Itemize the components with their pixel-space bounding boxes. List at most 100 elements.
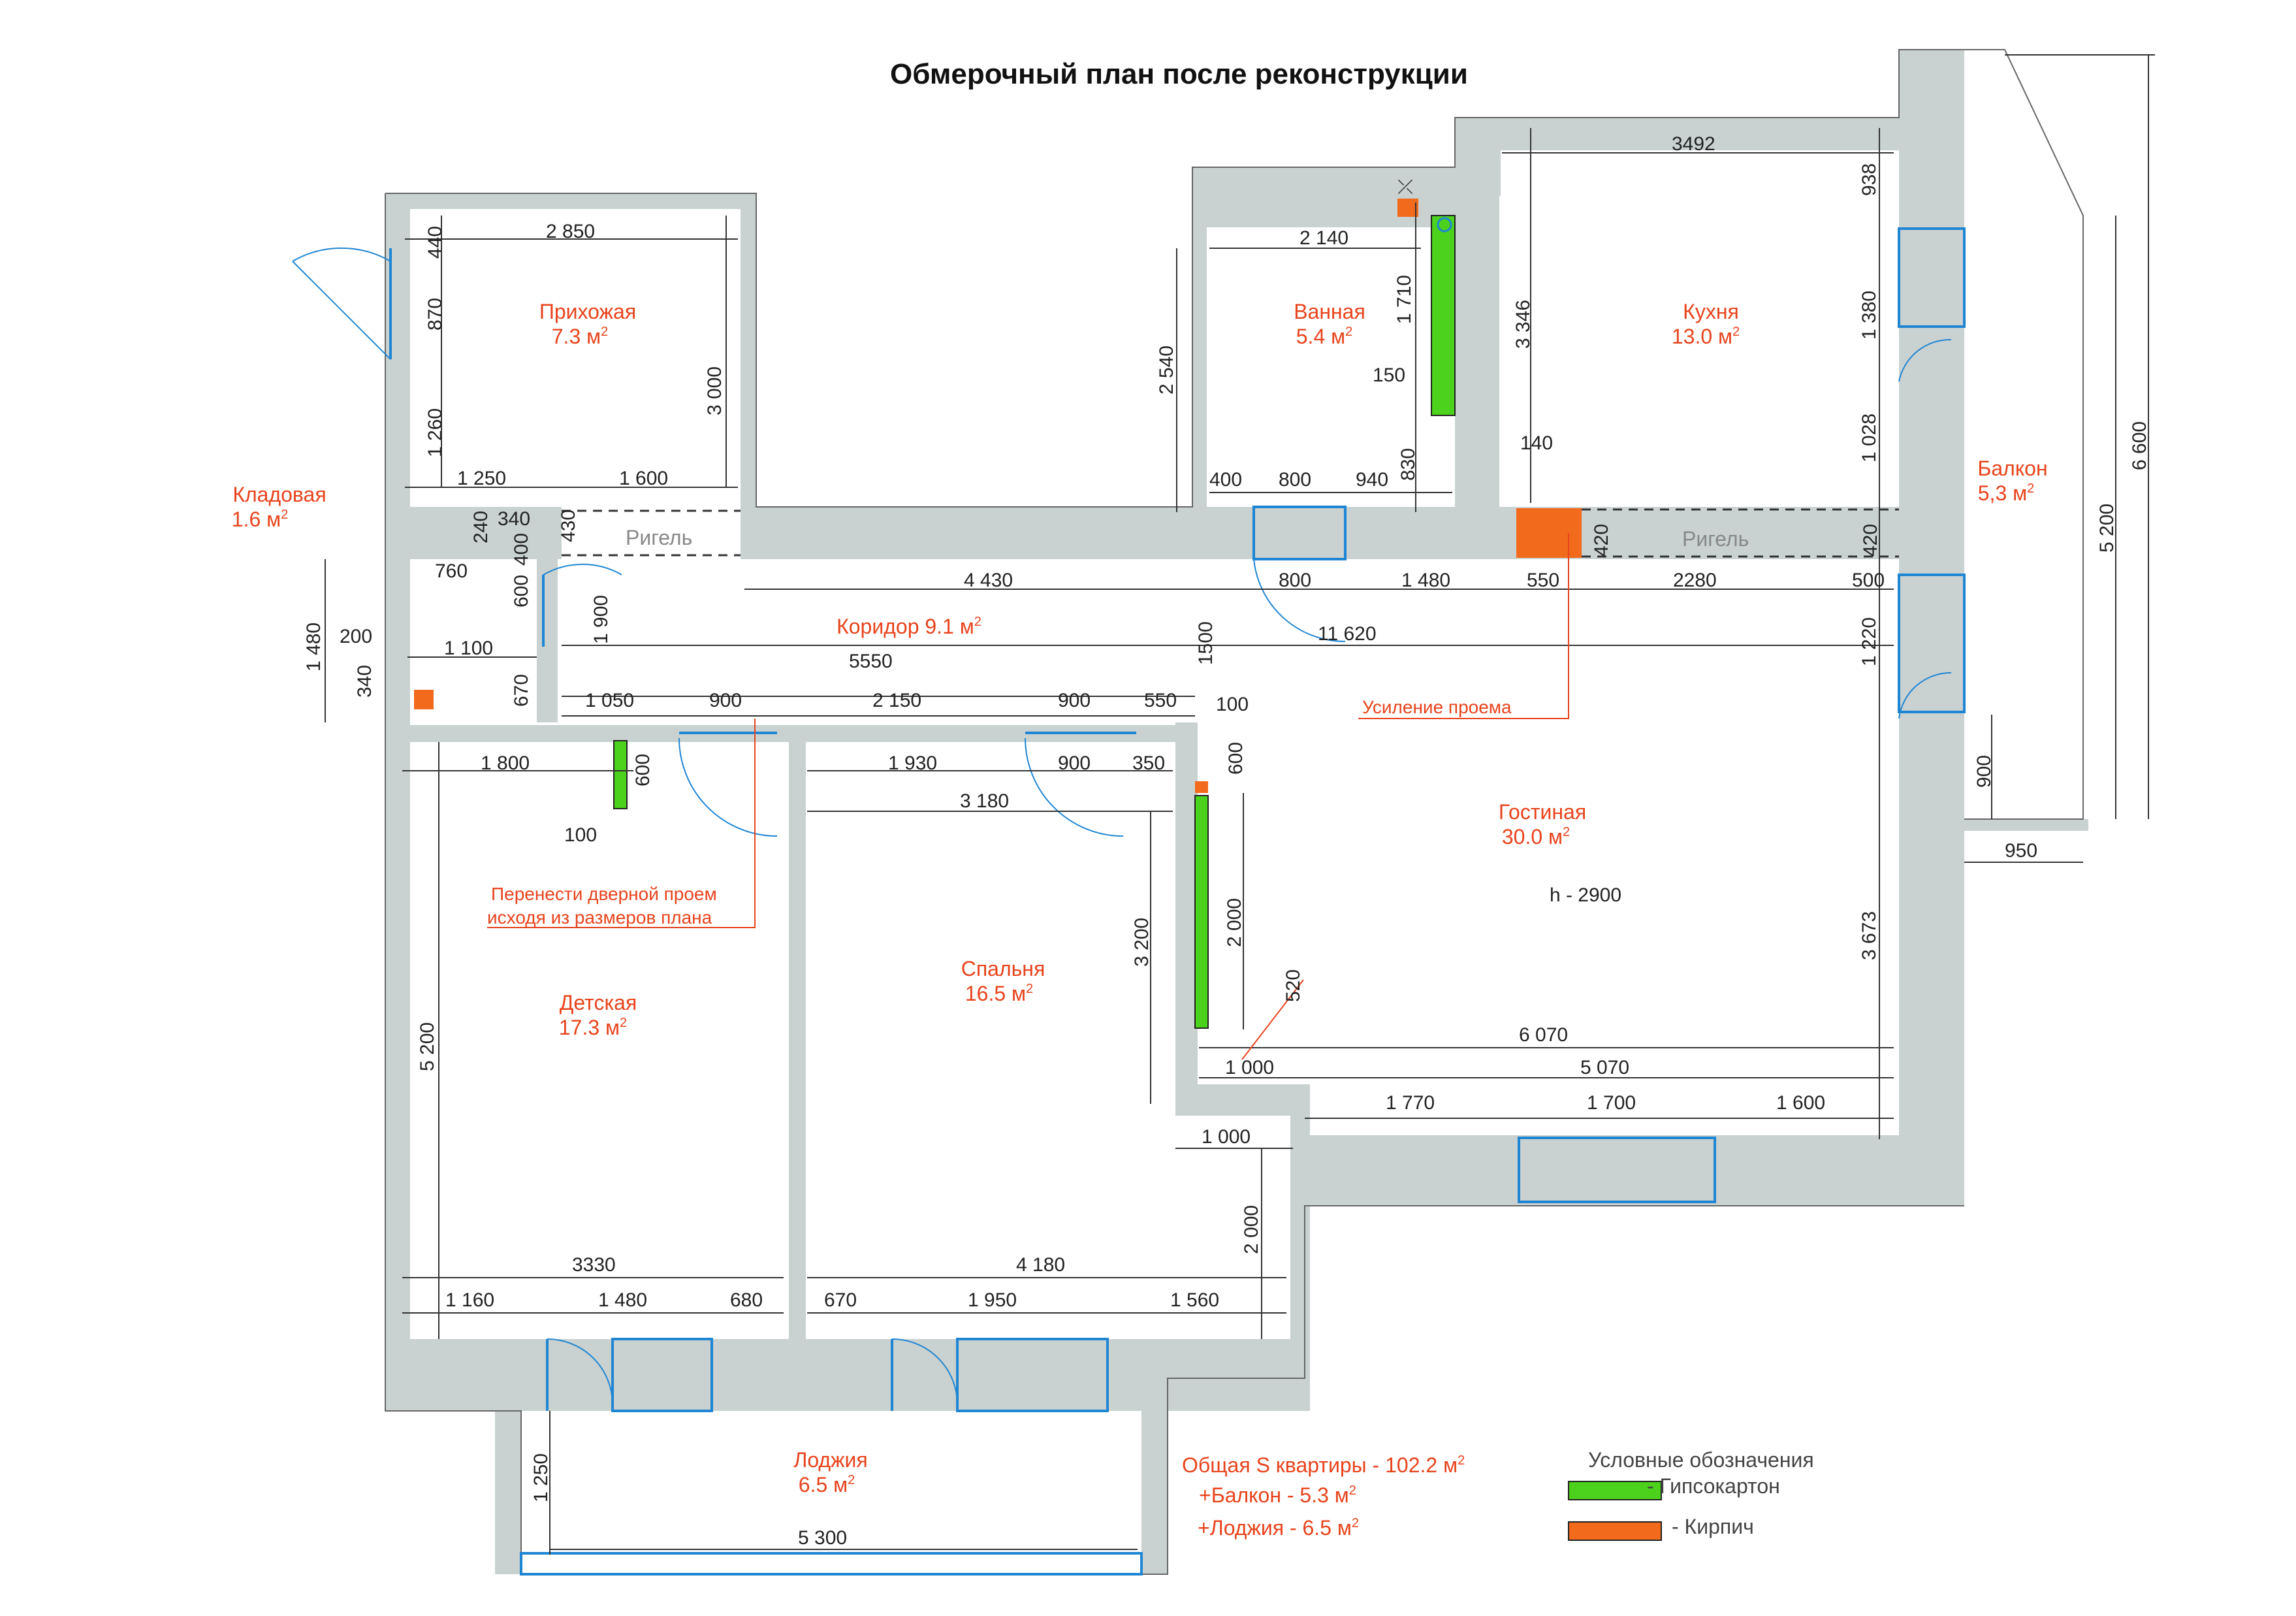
dim-text: 1 050 [585,690,634,711]
dim-text: 600 [1225,742,1247,775]
notes: Усиление проема Перенести дверной проем … [487,697,1512,928]
red-marker-bath [1397,199,1418,217]
wall-store-right [537,507,558,722]
room-area-kitchen: 13.0 м2 [1672,325,1740,348]
page-title: Обмерочный план после реконструкции [890,58,1468,90]
wall-bed-step [1175,1084,1306,1116]
dim-text: 1 250 [530,1453,552,1502]
dim-text: 1 600 [619,468,668,489]
dim-text: 900 [709,690,742,711]
wall-rooms-bottom [385,1339,1310,1411]
wall-bed-right [1175,722,1198,1114]
dim-text: 4 430 [964,570,1013,591]
wall-hall-top [385,193,756,209]
dim-text: 440 [424,226,446,259]
note-move-door-2: исходя из размеров плана [487,907,712,928]
dim-text: 1 770 [1386,1092,1435,1114]
dim-text: 870 [424,298,446,331]
dim-text: 5 200 [417,1022,438,1071]
dim-text: 2 000 [1224,898,1245,947]
dimension-lines [325,54,2155,1555]
wall-balcony-bottom [1964,819,2088,831]
dim-text: 3 000 [704,366,725,415]
ceiling-height: h - 2900 [1550,884,1621,906]
dim-text: 1 000 [1202,1126,1251,1148]
dim-text: 5 070 [1580,1057,1629,1078]
dim-text: 900 [1973,755,1995,788]
riser-circle-icon [1437,217,1452,233]
dim-text: 430 [558,509,579,542]
dim-text: 600 [511,575,532,607]
brick-reinforcement [1516,508,1582,558]
dim-text: 150 [1373,364,1405,386]
room-area-bath: 5.4 м2 [1296,325,1353,348]
room-name-hall: Прихожая [539,300,636,323]
drywall-kids [613,740,628,809]
dim-text: 11 620 [1318,623,1377,645]
room-area-loggia: 6.5 м2 [799,1473,855,1496]
openings [292,227,1966,1576]
drywall-bath [1431,215,1456,416]
wall-corridor-mid [1205,507,1963,559]
wall-living-bottom [1305,1135,1964,1206]
room-name-living: Гостиная [1499,800,1586,824]
wall-hall-left [385,193,410,1369]
dim-text: 5 200 [2096,504,2118,553]
dim-text: 420 [1860,524,1881,557]
dim-text: 1 260 [424,408,446,457]
dim-text: 1 250 [457,468,506,489]
dim-text: 3492 [1672,133,1715,155]
dim-text: 420 [1591,524,1612,557]
dim-text: 1 600 [1776,1092,1825,1114]
dim-text: 1 480 [303,622,325,671]
room-area-bedroom: 16.5 м2 [965,982,1033,1005]
dim-text: 900 [1058,690,1091,711]
rigel-beams: Ригель Ригель [562,508,1899,558]
dim-text: 520 [1283,969,1304,1002]
legend-title: Условные обозначения [1588,1448,1814,1472]
dim-text: 3 180 [960,790,1009,812]
dim-text: 1 160 [445,1289,494,1311]
dimension-texts: 2 850 440 870 1 260 3 000 1 250 1 600 2 … [303,133,2150,1549]
dim-text: 1 710 [1394,275,1415,324]
dim-text: 670 [824,1289,857,1311]
dim-text: 400 [1209,469,1242,491]
drywall-bed [1194,795,1209,1029]
legend-brick-label: - Кирпич [1672,1515,1754,1538]
ventilation-cross-icon: ⤫ [1397,176,1413,199]
red-marker-bed [1195,781,1208,793]
dim-text: 1 930 [888,752,937,774]
dim-text: 200 [340,626,372,647]
dim-text: 3 673 [1858,911,1880,960]
dim-text: 1 480 [1401,570,1450,591]
dim-text: 3 346 [1512,300,1534,349]
room-name-kitchen: Кухня [1683,300,1739,323]
dim-text: 1 000 [1225,1057,1274,1078]
dim-text: 950 [2005,840,2037,862]
dim-text: 940 [1356,469,1388,491]
legend-drywall-swatch [1568,1481,1662,1500]
leader-lines [487,533,1569,1060]
dim-text: 1500 [1195,621,1217,665]
wall-bath-right [1455,167,1499,559]
dim-text: 100 [1216,694,1249,715]
dim-text: 1 220 [1858,617,1880,666]
wall-hall-right [741,193,756,520]
legend-drywall-label: - Гипсокартон [1647,1474,1780,1498]
dim-text: 830 [1397,448,1419,481]
room-area-living: 30.0 м2 [1502,825,1570,848]
dim-text: 1 950 [968,1289,1017,1311]
dim-text: 760 [435,560,468,582]
dim-text: 2 850 [546,221,595,242]
wall-right-outer [1899,118,1964,1206]
room-name-bedroom: Спальня [961,957,1045,980]
red-marker-store [414,690,434,709]
dim-text: 1 800 [481,752,530,774]
wall-bath-left [1192,167,1207,559]
dim-text: 1 900 [590,595,612,644]
dim-text: 800 [1279,570,1311,591]
dim-text: 2 140 [1299,227,1348,249]
note-reinforce: Усиление проема [1362,697,1512,717]
room-area-hall: 7.3 м2 [552,325,609,348]
